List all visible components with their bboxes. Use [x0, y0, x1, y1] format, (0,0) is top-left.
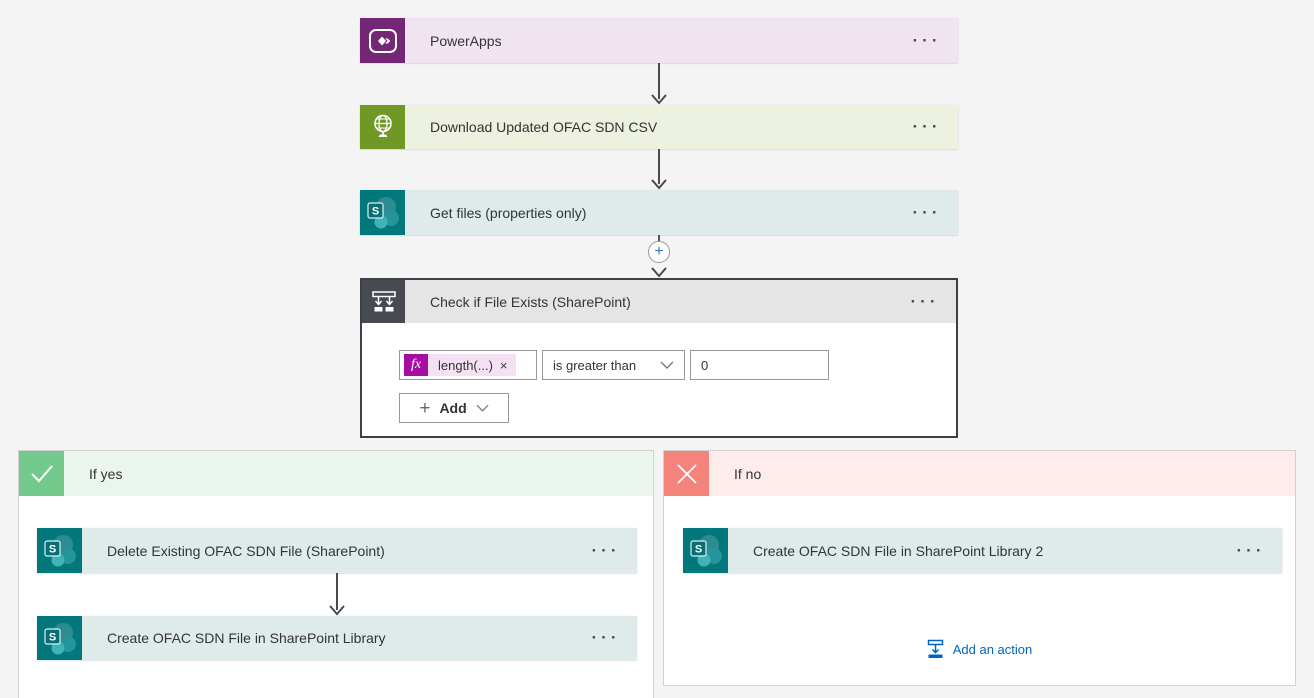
action-card-http[interactable]: Download Updated OFAC SDN CSV ··· — [360, 105, 958, 149]
action-label: Download Updated OFAC SDN CSV — [430, 119, 658, 135]
more-options-button[interactable]: ··· — [912, 202, 942, 222]
svg-text:S: S — [49, 631, 56, 643]
more-options-button[interactable]: ··· — [591, 540, 621, 560]
operator-value: is greater than — [553, 357, 637, 373]
branch-title: If yes — [89, 465, 123, 482]
sharepoint-icon: S — [683, 528, 728, 573]
powerapps-icon — [360, 18, 405, 63]
more-options-button[interactable]: ··· — [912, 30, 942, 50]
insert-step-connector: + — [648, 235, 670, 278]
operand-value: 0 — [701, 357, 709, 373]
arrowhead-icon — [651, 267, 667, 278]
more-options-button[interactable]: ··· — [1236, 540, 1266, 560]
action-label: Create OFAC SDN File in SharePoint Libra… — [753, 542, 1044, 559]
svg-text:S: S — [695, 544, 702, 556]
plus-icon: + — [654, 243, 664, 260]
condition-operator-dropdown[interactable]: is greater than — [542, 350, 685, 380]
condition-icon — [362, 280, 405, 323]
sharepoint-icon: S — [37, 616, 82, 660]
action-card-get-files[interactable]: S Get files (properties only) ··· — [360, 190, 958, 235]
add-an-action-label: Add an action — [952, 641, 1033, 657]
globe-icon — [360, 105, 405, 149]
trigger-label: PowerApps — [430, 32, 502, 49]
plus-icon: + — [419, 397, 431, 419]
add-action-icon — [927, 639, 943, 658]
action-card-create-file[interactable]: S Create OFAC SDN File in SharePoint Lib… — [37, 616, 637, 660]
trigger-card-powerapps[interactable]: PowerApps ··· — [360, 18, 958, 63]
condition-card: Check if File Exists (SharePoint) ··· fx… — [360, 278, 958, 438]
more-options-button[interactable]: ··· — [912, 117, 942, 136]
action-label: Get files (properties only) — [430, 204, 587, 221]
action-card-create-file-2[interactable]: S Create OFAC SDN File in SharePoint Lib… — [683, 528, 1282, 573]
condition-row: fx length(...) × is greater than 0 — [399, 350, 956, 380]
condition-body: fx length(...) × is greater than 0 + Add — [362, 350, 956, 423]
add-condition-button[interactable]: + Add — [399, 393, 509, 423]
sharepoint-icon: S — [37, 528, 82, 573]
expression-label: length(...) — [438, 357, 493, 373]
more-options-button[interactable]: ··· — [591, 628, 621, 647]
add-an-action-button[interactable]: Add an action — [664, 639, 1295, 659]
action-card-delete-file[interactable]: S Delete Existing OFAC SDN File (SharePo… — [37, 528, 637, 573]
action-label: Delete Existing OFAC SDN File (SharePoin… — [107, 542, 385, 559]
x-icon — [664, 451, 709, 496]
add-button-label: Add — [439, 400, 467, 416]
sharepoint-icon: S — [360, 190, 405, 235]
connector-arrow — [650, 63, 668, 105]
insert-step-button[interactable]: + — [648, 241, 670, 263]
svg-text:S: S — [49, 544, 56, 556]
if-yes-header[interactable]: If yes — [19, 451, 653, 496]
chevron-down-icon — [476, 404, 489, 412]
branch-if-yes: If yes S Delete Existing OFAC SDN File (… — [18, 450, 654, 698]
connector-arrow — [328, 573, 346, 616]
remove-token-button[interactable]: × — [499, 357, 508, 373]
action-label: Create OFAC SDN File in SharePoint Libra… — [107, 630, 386, 646]
condition-left-operand-field[interactable]: fx length(...) × — [399, 350, 537, 380]
connector-arrow — [650, 149, 668, 190]
chevron-down-icon — [660, 361, 674, 369]
fx-icon: fx — [404, 354, 428, 376]
more-options-button[interactable]: ··· — [910, 291, 940, 311]
if-no-header[interactable]: If no — [664, 451, 1295, 496]
svg-text:S: S — [372, 206, 379, 218]
branch-if-no: If no S Create OFAC SDN File in SharePoi… — [663, 450, 1296, 686]
check-icon — [19, 451, 64, 496]
condition-header[interactable]: Check if File Exists (SharePoint) ··· — [362, 280, 956, 323]
branch-title: If no — [734, 465, 762, 482]
condition-title: Check if File Exists (SharePoint) — [430, 293, 631, 310]
condition-right-operand-input[interactable]: 0 — [690, 350, 829, 380]
expression-token[interactable]: fx length(...) × — [404, 354, 516, 376]
